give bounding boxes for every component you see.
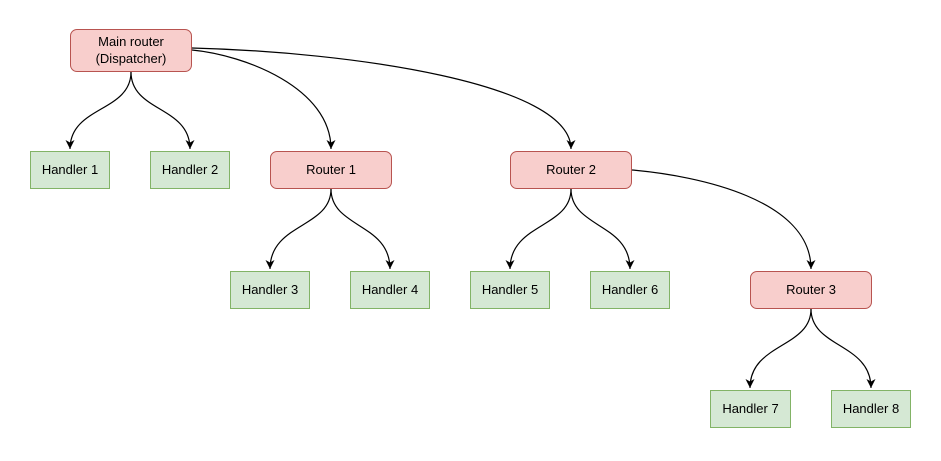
node-handler1: Handler 1 — [30, 151, 110, 189]
node-handler7: Handler 7 — [710, 390, 791, 428]
node-router1: Router 1 — [270, 151, 392, 189]
node-router2: Router 2 — [510, 151, 632, 189]
edge-main-router-to-router2 — [191, 47, 576, 150]
node-handler4: Handler 4 — [350, 271, 430, 309]
node-handler5-label: Handler 5 — [481, 281, 539, 297]
node-handler8: Handler 8 — [831, 390, 911, 428]
edge-main-router-to-router1 — [191, 49, 336, 150]
node-handler6-label: Handler 6 — [601, 281, 659, 297]
node-router2-label: Router 2 — [546, 161, 596, 177]
node-handler6: Handler 6 — [590, 271, 670, 309]
edge-router1-to-handler3 — [265, 188, 332, 270]
node-router1-label: Router 1 — [306, 161, 356, 177]
node-handler3: Handler 3 — [230, 271, 310, 309]
edge-router1-to-handler4 — [330, 188, 395, 270]
node-main-router-label-line1: Main router — [98, 33, 164, 49]
node-handler7-label: Handler 7 — [722, 400, 779, 416]
node-handler2: Handler 2 — [150, 151, 230, 189]
edge-router2-to-handler6 — [570, 188, 635, 270]
node-main-router: Main router (Dispatcher) — [70, 29, 192, 72]
node-handler2-label: Handler 2 — [161, 161, 219, 177]
node-router3: Router 3 — [750, 271, 872, 309]
node-handler3-label: Handler 3 — [241, 281, 299, 297]
edge-router3-to-handler7 — [745, 308, 812, 389]
edge-router2-to-handler5 — [505, 188, 572, 270]
edge-router3-to-handler8 — [810, 308, 876, 389]
node-handler1-label: Handler 1 — [41, 161, 99, 177]
node-main-router-label-line2: (Dispatcher) — [95, 50, 167, 66]
edge-router2-to-router3 — [631, 169, 816, 270]
edge-main-router-to-handler2 — [130, 71, 195, 150]
node-router3-label: Router 3 — [786, 281, 836, 297]
node-handler8-label: Handler 8 — [842, 400, 900, 416]
node-handler5: Handler 5 — [470, 271, 550, 309]
node-handler4-label: Handler 4 — [361, 281, 419, 297]
edge-main-router-to-handler1 — [65, 71, 132, 150]
